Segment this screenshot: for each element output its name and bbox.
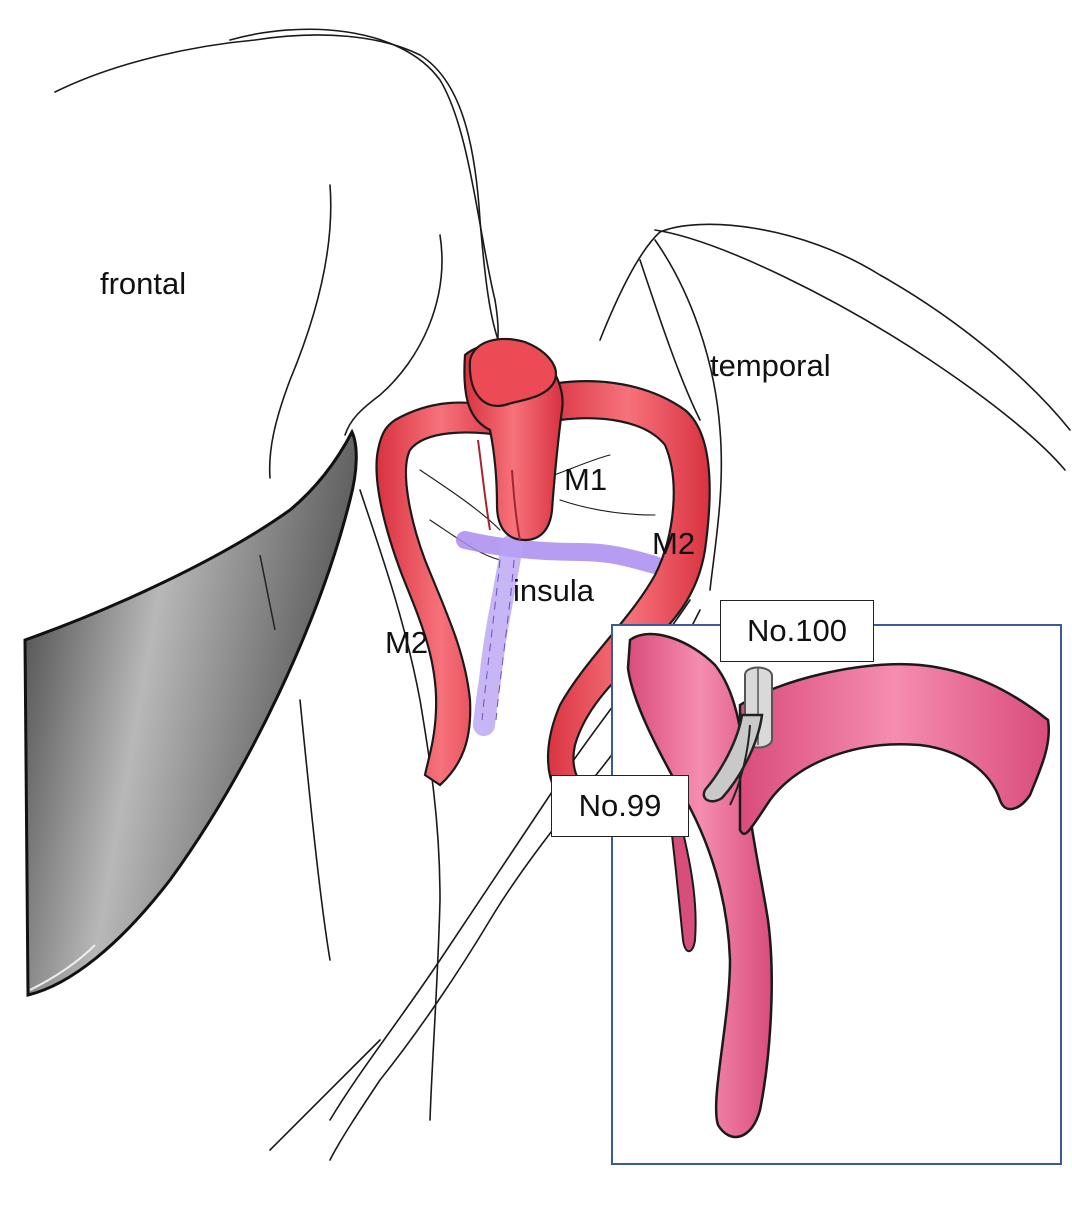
label-clip-no99: No.99 bbox=[551, 775, 689, 837]
lower-contour-line bbox=[270, 1040, 380, 1150]
vein-horizontal bbox=[465, 540, 655, 565]
brain-retractor bbox=[25, 432, 356, 995]
label-frontal: frontal bbox=[100, 268, 186, 299]
temporal-contour-outer bbox=[600, 224, 1070, 430]
frontal-lobe-edge bbox=[345, 235, 442, 435]
inset-panel bbox=[612, 625, 1061, 1164]
retractor-blade bbox=[25, 432, 356, 995]
frontal-contour-inner bbox=[230, 29, 498, 352]
frontal-sulcus-line bbox=[270, 185, 331, 478]
label-insula: insula bbox=[513, 575, 594, 606]
insula-boundary-mid bbox=[300, 700, 330, 960]
label-m2-left: M2 bbox=[385, 627, 428, 658]
label-m1: M1 bbox=[564, 464, 607, 495]
label-clip-no100: No.100 bbox=[720, 600, 874, 662]
label-temporal: temporal bbox=[710, 350, 831, 381]
vein-vertical bbox=[484, 545, 512, 725]
label-m2-right: M2 bbox=[652, 528, 695, 559]
